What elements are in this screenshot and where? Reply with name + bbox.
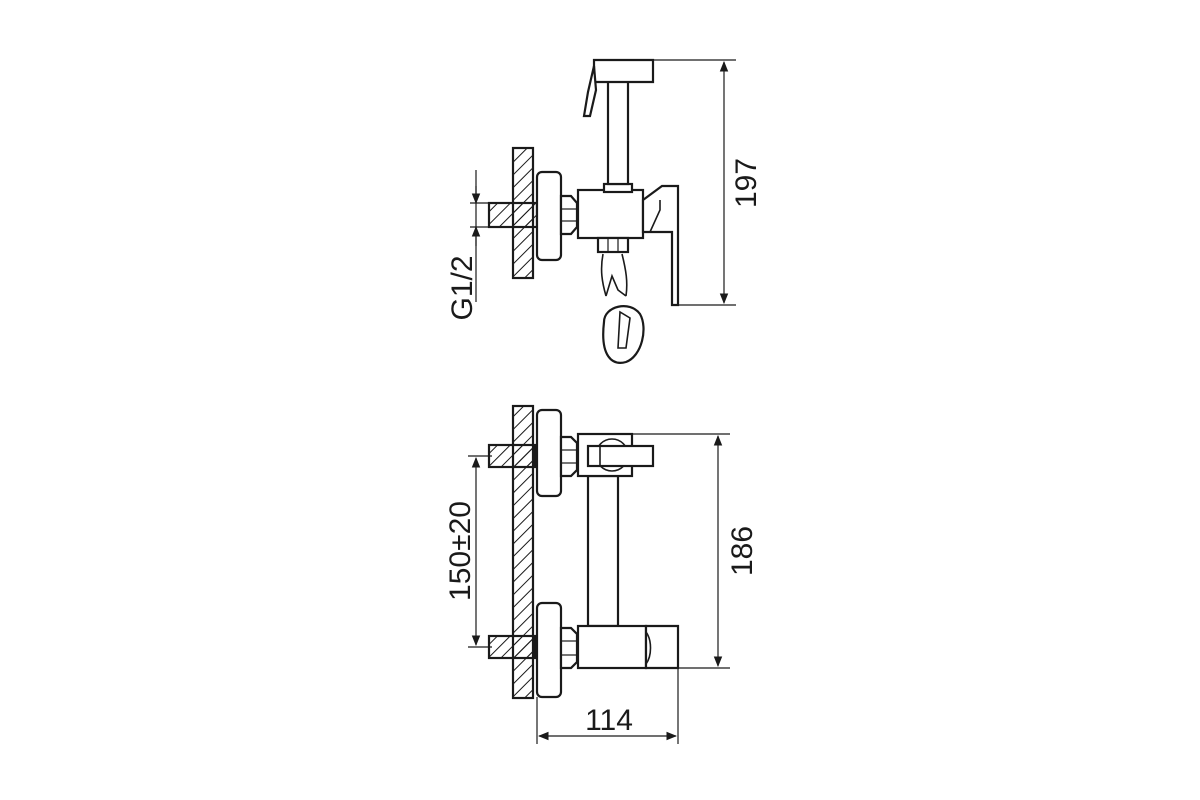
front-height-label: 186 (726, 526, 759, 576)
side-height-label: 197 (730, 158, 763, 208)
front-holder-clip (586, 444, 655, 468)
inlet-pipe (487, 201, 539, 229)
upper-flange (535, 408, 563, 498)
depth-label: 114 (585, 704, 633, 737)
upper-inlet (487, 443, 537, 469)
front-view: 150±20 186 114 (444, 404, 759, 744)
lower-flange (535, 601, 563, 699)
thread-size-label: G1/2 (446, 255, 479, 320)
inlet-spacing-label: 150±20 (444, 501, 477, 601)
lower-hex-nut (559, 626, 579, 670)
bottom-nut (596, 236, 630, 254)
holder-head (592, 58, 655, 84)
valve-body (576, 188, 645, 240)
side-view: G1/2 197 (446, 58, 763, 364)
lower-inlet (487, 634, 537, 660)
spray-lever (582, 65, 598, 118)
mixer-lever (641, 184, 680, 307)
spray-head (602, 305, 645, 364)
hex-nut (559, 194, 579, 236)
front-column (586, 474, 620, 628)
hose (600, 253, 628, 297)
holder-collar (602, 182, 634, 194)
front-wall-section (511, 404, 535, 700)
front-lower-body (576, 624, 648, 670)
holder-tube (606, 78, 630, 186)
upper-hex-nut (559, 435, 579, 478)
flange (535, 170, 563, 262)
